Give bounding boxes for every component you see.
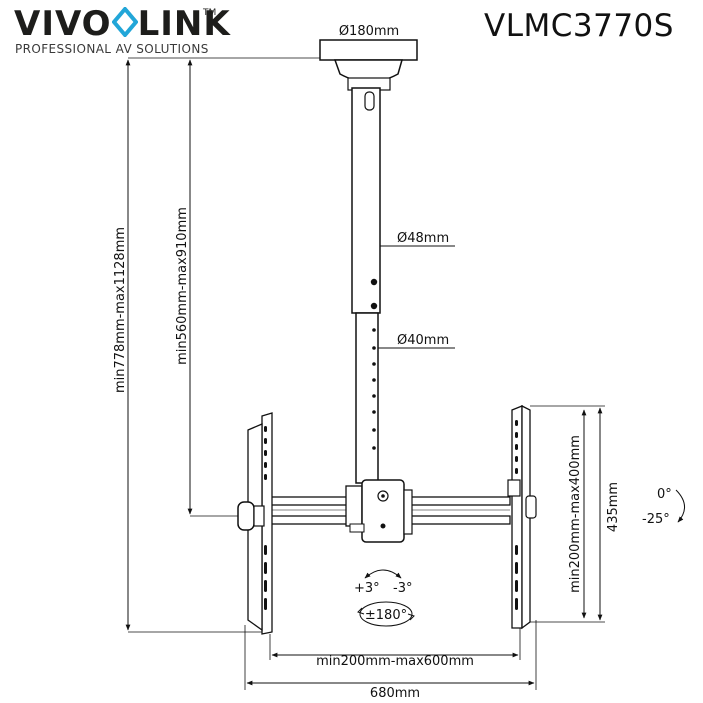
pole-length-label: min560mm-max910mm [175, 207, 190, 365]
arm-height-label: 435mm [606, 482, 621, 532]
outer-tube-diameter-label: Ø48mm [397, 231, 449, 246]
swivel-plus-label: +3° [354, 581, 380, 596]
tilt-up-label: 0° [657, 487, 672, 502]
ceiling-plate [319, 39, 418, 91]
diamond-icon [110, 5, 139, 39]
tilt-down-label: -25° [642, 512, 670, 527]
total-width-label: 680mm [370, 686, 420, 701]
total-width-dimension [244, 620, 537, 690]
total-height-label: min778mm-max1128mm [113, 227, 128, 393]
trademark-mark: TM [203, 8, 217, 18]
tilt-head [345, 479, 413, 543]
outer-tube [351, 87, 381, 314]
brand-tagline: PROFESSIONAL AV SOLUTIONS [15, 42, 209, 56]
pole-length-dimension [187, 59, 238, 517]
left-bracket [237, 412, 273, 635]
brand-name-left: VIVO [14, 4, 112, 44]
model-number: VLMC3770S [484, 8, 674, 44]
rotation-label: ±180° [365, 608, 407, 623]
brand-logo: VIVO LINK [14, 4, 231, 44]
plate-diameter-label: Ø180mm [339, 24, 399, 39]
right-bracket [507, 404, 537, 630]
inner-tube [355, 312, 379, 484]
vesa-vertical-label: min200mm-max400mm [568, 435, 583, 593]
total-height-dimension [125, 57, 320, 633]
brand-name-right: LINK [137, 4, 231, 44]
rotation-arrow-icon [359, 601, 413, 627]
vesa-horizontal-label: min200mm-max600mm [316, 654, 474, 669]
vesa-horizontal-dimension [269, 628, 521, 660]
swivel-minus-label: -3° [393, 581, 412, 596]
swivel-arrow-icon [364, 569, 402, 579]
vesa-vertical-dimension [530, 405, 605, 623]
tilt-arrow-icon [675, 489, 685, 523]
inner-tube-diameter-label: Ø40mm [397, 333, 449, 348]
